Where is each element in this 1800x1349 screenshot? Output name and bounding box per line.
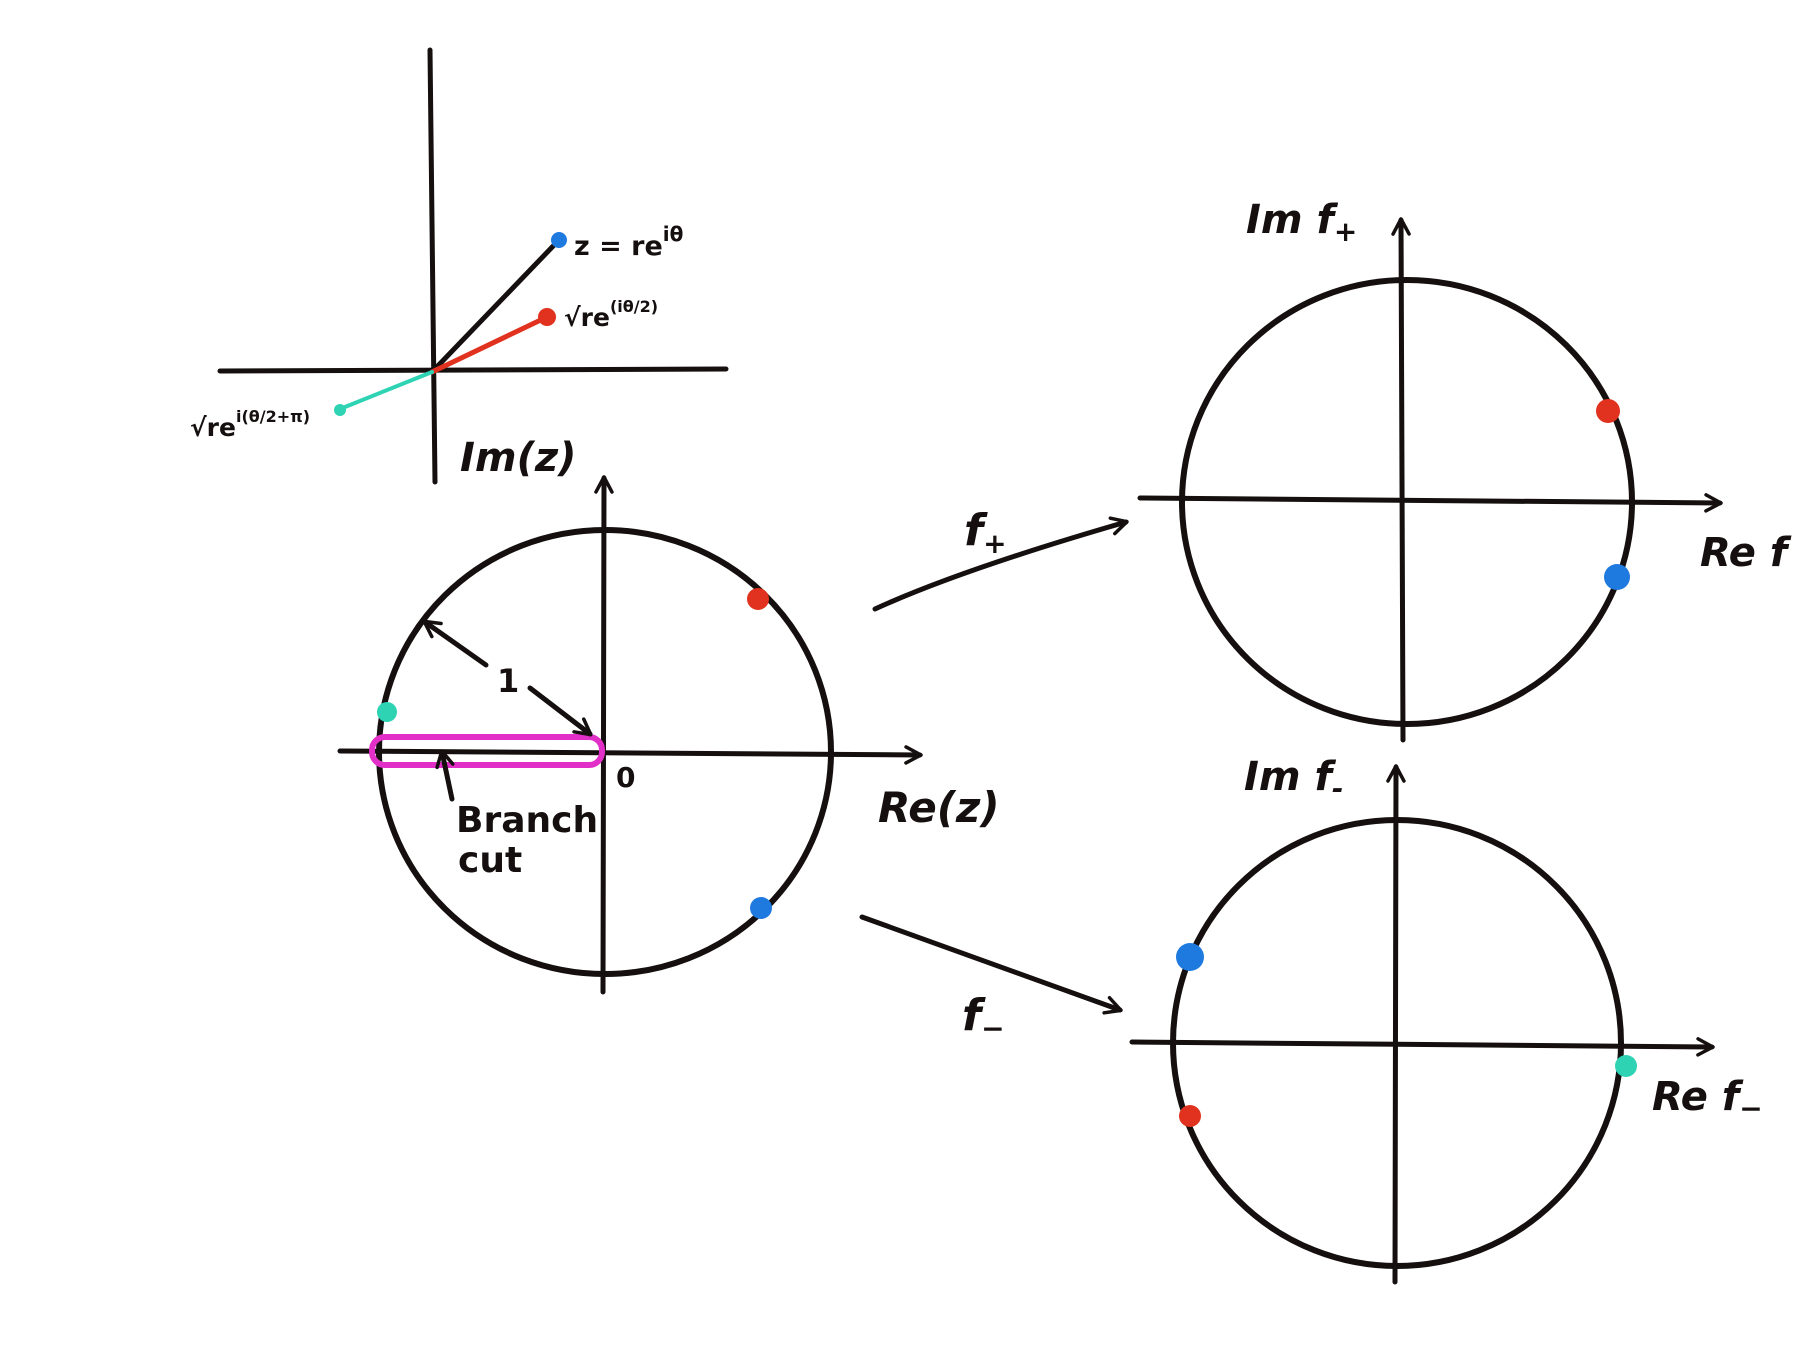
f-plus-re-label: Re f — [1700, 530, 1792, 576]
f-minus-blue-point — [1176, 943, 1204, 971]
f-plus-arrow — [872, 516, 1129, 612]
radius-arrow-lower — [527, 685, 593, 737]
radius-label: 1 — [497, 662, 519, 700]
f-plus-plane: Im f+ Re f — [1137, 197, 1792, 743]
f-minus-plane: Im f- Re f− — [1129, 754, 1763, 1285]
z-red-point — [747, 588, 769, 610]
z-re-label: Re(z) — [878, 783, 1000, 832]
radius-arrow-upper — [422, 619, 489, 668]
z-blue-point — [750, 897, 772, 919]
branch-cut-label-line1: Branch — [456, 800, 598, 841]
z-origin-label: 0 — [616, 761, 635, 794]
z-imaginary-axis — [594, 475, 614, 995]
f-minus-re-label: Re f− — [1652, 1074, 1763, 1125]
red-point — [538, 308, 556, 326]
z-vector — [429, 238, 561, 375]
red-vector — [429, 314, 550, 375]
f-plus-blue-point — [1604, 564, 1630, 590]
mapping-arrows: f+ f− — [859, 505, 1129, 1045]
f-minus-red-point — [1179, 1105, 1201, 1127]
f-minus-arrow — [859, 914, 1123, 1015]
f-minus-imaginary-axis — [1386, 764, 1406, 1285]
f-minus-im-label: Im f- — [1244, 754, 1344, 805]
teal-point-label: √rei(θ/2+π) — [190, 407, 310, 442]
branch-cut-highlight — [369, 734, 605, 768]
f-plus-im-label: Im f+ — [1246, 197, 1357, 248]
branch-cut-label-line2: cut — [458, 840, 522, 881]
polar-sketch: z = reiθ √re(iθ/2) √rei(θ/2+π) — [190, 47, 729, 485]
f-minus-real-axis — [1129, 1037, 1715, 1057]
z-point — [551, 232, 567, 248]
f-plus-red-point — [1596, 399, 1620, 423]
teal-vector — [338, 370, 434, 411]
f-plus-real-axis — [1137, 493, 1723, 513]
f-plus-label: f+ — [964, 505, 1007, 560]
red-point-label: √re(iθ/2) — [564, 297, 658, 332]
branch-cut-arrow — [435, 749, 455, 802]
z-im-label: Im(z) — [460, 435, 576, 481]
z-teal-point — [377, 702, 397, 722]
sketch-horizontal-axis — [217, 366, 729, 374]
sketch-vertical-axis — [427, 47, 438, 485]
teal-point — [334, 404, 346, 416]
f-minus-label: f− — [962, 990, 1005, 1045]
z-plane: 1 Branch cut 0 Im(z) Re(z) — [337, 435, 1000, 995]
z-label: z = reiθ — [574, 222, 683, 262]
f-minus-teal-point — [1615, 1055, 1637, 1077]
f-plus-imaginary-axis — [1391, 217, 1411, 743]
